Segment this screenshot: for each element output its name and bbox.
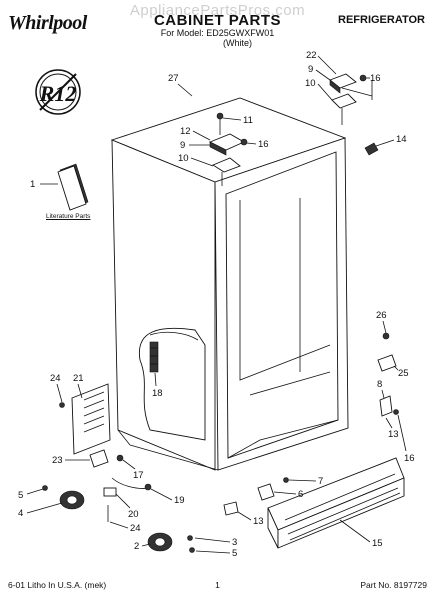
callout-13: 13 xyxy=(388,429,399,440)
literature-parts-label: Literature Parts xyxy=(46,213,91,220)
bracket-6 xyxy=(257,477,289,501)
callout-4: 4 xyxy=(18,508,23,519)
brand-logo: Whirlpool xyxy=(8,12,87,34)
bottom-hinge-right xyxy=(377,332,399,417)
clip xyxy=(364,142,379,156)
grille xyxy=(267,457,405,549)
callout-13b: 13 xyxy=(253,516,264,527)
callout-11: 11 xyxy=(243,115,253,126)
callout-27: 27 xyxy=(168,73,179,84)
callout-1: 1 xyxy=(30,179,35,190)
cabinet-shell xyxy=(110,97,349,471)
roller-left xyxy=(42,485,85,510)
callout-10b: 10 xyxy=(305,78,316,89)
callouts: 1 2 3 4 5 5 6 7 8 9 9 10 10 11 12 13 13 … xyxy=(18,50,415,559)
callout-5: 5 xyxy=(18,490,23,501)
callout-21: 21 xyxy=(73,373,84,384)
callout-24: 24 xyxy=(50,373,61,384)
callout-15: 15 xyxy=(372,538,383,549)
side-plate xyxy=(59,383,111,455)
callout-9: 9 xyxy=(180,140,185,151)
category-label: REFRIGERATOR xyxy=(338,14,425,26)
callout-19: 19 xyxy=(174,495,185,506)
callout-24b: 24 xyxy=(130,523,141,534)
tube-assembly xyxy=(103,477,152,522)
callout-6: 6 xyxy=(298,489,303,500)
callout-16: 16 xyxy=(258,139,269,150)
page-title: CABINET PARTS xyxy=(153,12,282,29)
callout-12: 12 xyxy=(180,126,191,137)
callout-23: 23 xyxy=(52,455,63,466)
literature-booklet xyxy=(57,163,89,211)
callout-26: 26 xyxy=(376,310,387,321)
footer-part-number: Part No. 8197729 xyxy=(360,580,427,590)
color-line: (White) xyxy=(223,38,252,48)
bracket-13 xyxy=(223,501,239,516)
footer-page-number: 1 xyxy=(215,580,220,590)
hinge-right xyxy=(329,73,373,125)
r12-badge: R12 xyxy=(35,69,81,115)
roller-right xyxy=(147,532,195,553)
hinge-center xyxy=(208,112,248,186)
callout-18: 18 xyxy=(152,388,163,399)
callout-10: 10 xyxy=(178,153,189,164)
watermark: AppliancePartsPros.com xyxy=(129,2,306,19)
drain-tube xyxy=(149,341,159,373)
callout-16c: 16 xyxy=(404,453,415,464)
bottom-hinge-left xyxy=(89,449,124,468)
callout-22: 22 xyxy=(306,50,317,61)
callout-7: 7 xyxy=(318,476,323,487)
callout-2: 2 xyxy=(134,541,139,552)
footer-litho: 6-01 Litho In U.S.A. (mek) xyxy=(8,580,107,590)
callout-16b: 16 xyxy=(370,73,381,84)
callout-8: 8 xyxy=(377,379,382,390)
callout-9b: 9 xyxy=(308,64,313,75)
callout-20: 20 xyxy=(128,509,139,520)
callout-25: 25 xyxy=(398,368,409,379)
callout-5b: 5 xyxy=(232,548,237,559)
model-line: For Model: ED25GWXFW01 xyxy=(160,28,275,38)
callout-3: 3 xyxy=(232,537,237,548)
callout-17: 17 xyxy=(133,470,144,481)
callout-14: 14 xyxy=(396,134,407,145)
